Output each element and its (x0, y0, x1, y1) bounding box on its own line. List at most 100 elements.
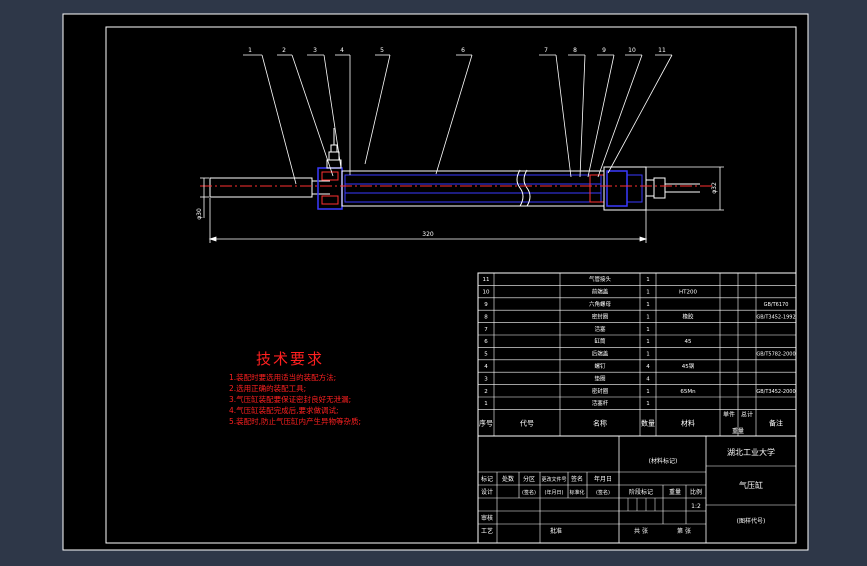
tb-sheet-no: 第 张 (677, 527, 691, 535)
dimension-left-dia (200, 177, 209, 218)
bom-row-qty: 1 (646, 401, 650, 407)
callout-1: 1 (248, 47, 252, 54)
right-dia-label: φ32 (711, 182, 718, 194)
bom-header-material: 材料 (681, 419, 695, 428)
tb-ratio: 比例 (690, 488, 702, 496)
callout-5: 5 (380, 47, 384, 54)
cylinder-barrel (341, 169, 605, 207)
bom-row-no: 7 (484, 327, 488, 333)
bom-row-no: 5 (484, 352, 488, 358)
bom-header-total-weight: 总计 (741, 410, 753, 418)
tech-req-1: 1.装配时要选用适当的装配方法; (229, 372, 336, 382)
bom-row-no: 4 (484, 364, 488, 370)
bom-header-code: 代号 (520, 419, 534, 428)
bom-row-qty: 1 (646, 339, 650, 345)
bom-row-name: 六角螺母 (589, 300, 612, 308)
bom-header-weight: 重量 (732, 427, 744, 435)
tb-standard-sign: (签名) (596, 489, 610, 496)
drawing-sheet (62, 13, 809, 551)
piston-rod (209, 177, 313, 198)
callout-8: 8 (573, 47, 577, 54)
bom-row-remark: GB/T3452-1992 (756, 314, 795, 320)
tb-standard: 标准化 (569, 489, 584, 496)
tech-req-5: 5.装配时,防止气压缸内产生异物等杂质; (229, 416, 361, 426)
drawing-code: (图样代号) (737, 517, 766, 525)
title-block: (材料标记) 湖北工业大学 气压缸 (图样代号) 标记 处数 分区 更改文件号 … (477, 435, 797, 544)
bom-row-no: 1 (484, 401, 488, 407)
callout-9: 9 (602, 47, 606, 54)
right-air-fitting (645, 177, 700, 199)
school-name: 湖北工业大学 (727, 447, 775, 457)
bom-row-no: 11 (483, 277, 490, 283)
bom-row-no: 10 (483, 290, 490, 296)
tb-h-sign: 签名 (571, 475, 583, 483)
tb-h-mark: 标记 (481, 475, 493, 483)
dimension-right-dia (646, 166, 724, 211)
tb-design: 设计 (481, 488, 493, 496)
bom-row-qty: 1 (646, 290, 650, 296)
bom-row-name: 垫圈 (594, 374, 606, 382)
callout-3: 3 (313, 47, 317, 54)
dimension-overall (208, 198, 648, 243)
bom-row-name: 后端盖 (592, 350, 609, 358)
left-air-fitting (326, 128, 342, 169)
bom-row-name: 缸筒 (594, 337, 606, 345)
tb-h-date: 年月日 (594, 475, 612, 483)
bom-row-name: 前端盖 (592, 288, 609, 296)
tb-scale: 1:2 (691, 503, 701, 510)
tb-h-zone: 分区 (523, 475, 535, 483)
bom-header-remark: 备注 (769, 419, 783, 428)
material-mark: (材料标记) (649, 457, 678, 465)
bom-row-no: 3 (484, 376, 488, 382)
bom-header-qty: 数量 (641, 419, 655, 428)
bom-row-qty: 1 (646, 327, 650, 333)
bom-row-qty: 1 (646, 302, 650, 308)
dimension-length-label: 320 (422, 231, 434, 238)
bom-row-name: 密封圈 (592, 312, 609, 320)
tb-h-count: 处数 (502, 475, 514, 483)
bom-header-unit-weight: 单件 (723, 410, 735, 418)
bom-header-no: 序号 (479, 419, 493, 428)
tb-review: 审核 (481, 514, 493, 522)
tb-weight: 重量 (669, 488, 681, 496)
drawing-name: 气压缸 (739, 480, 763, 490)
right-end-cap (603, 166, 647, 211)
bom-row-material: 45钢 (682, 362, 695, 370)
callout-4: 4 (340, 47, 344, 54)
callout-10: 10 (628, 47, 636, 54)
tb-approve: 批准 (550, 527, 562, 535)
tb-process: 工艺 (481, 527, 493, 535)
tb-design-date: (年月日) (545, 489, 564, 496)
bom-row-name: 活塞 (594, 325, 606, 333)
tb-design-sign: (签名) (522, 489, 536, 496)
bom-row-no: 2 (484, 389, 488, 395)
callout-2: 2 (282, 47, 286, 54)
bom-row-qty: 4 (646, 364, 650, 370)
cylinder-assembly (200, 128, 712, 211)
callout-6: 6 (461, 47, 465, 54)
callout-7: 7 (544, 47, 548, 54)
bom-row-remark: GB/T3452-2000 (756, 389, 795, 395)
bom-row-material: 橡胶 (682, 312, 694, 320)
callout-labels: 1 2 3 4 5 6 7 8 9 10 11 (248, 47, 666, 54)
bom-header-name: 名称 (593, 419, 607, 428)
tech-req-4: 4.气压缸装配完成后,要求做调试; (229, 405, 339, 415)
bom-row-no: 9 (484, 302, 488, 308)
bom-row-material: 65Mn (680, 389, 696, 395)
tb-sheets-total: 共 张 (634, 527, 648, 535)
bom-row-name: 活塞杆 (592, 399, 609, 407)
bom-row-qty: 1 (646, 352, 650, 358)
bom-row-qty: 1 (646, 389, 650, 395)
bom-row-qty: 1 (646, 277, 650, 283)
tb-stage-mark: 阶段标记 (629, 488, 653, 496)
callout-leaders (243, 54, 673, 185)
bom-row-name: 螺钉 (594, 362, 606, 370)
bom-row-no: 6 (484, 339, 488, 345)
bom-row-remark: GB/T5782-2000 (756, 352, 795, 358)
tech-req-3: 3.气压缸装配要保证密封良好无泄漏; (229, 394, 351, 404)
bom-row-remark: GB/T6170 (764, 302, 789, 308)
bom-row-name: 密封圈 (592, 387, 609, 395)
tech-req-2: 2.选用正确的装配工具; (229, 383, 306, 393)
bom-row-name: 气管接头 (589, 275, 612, 283)
